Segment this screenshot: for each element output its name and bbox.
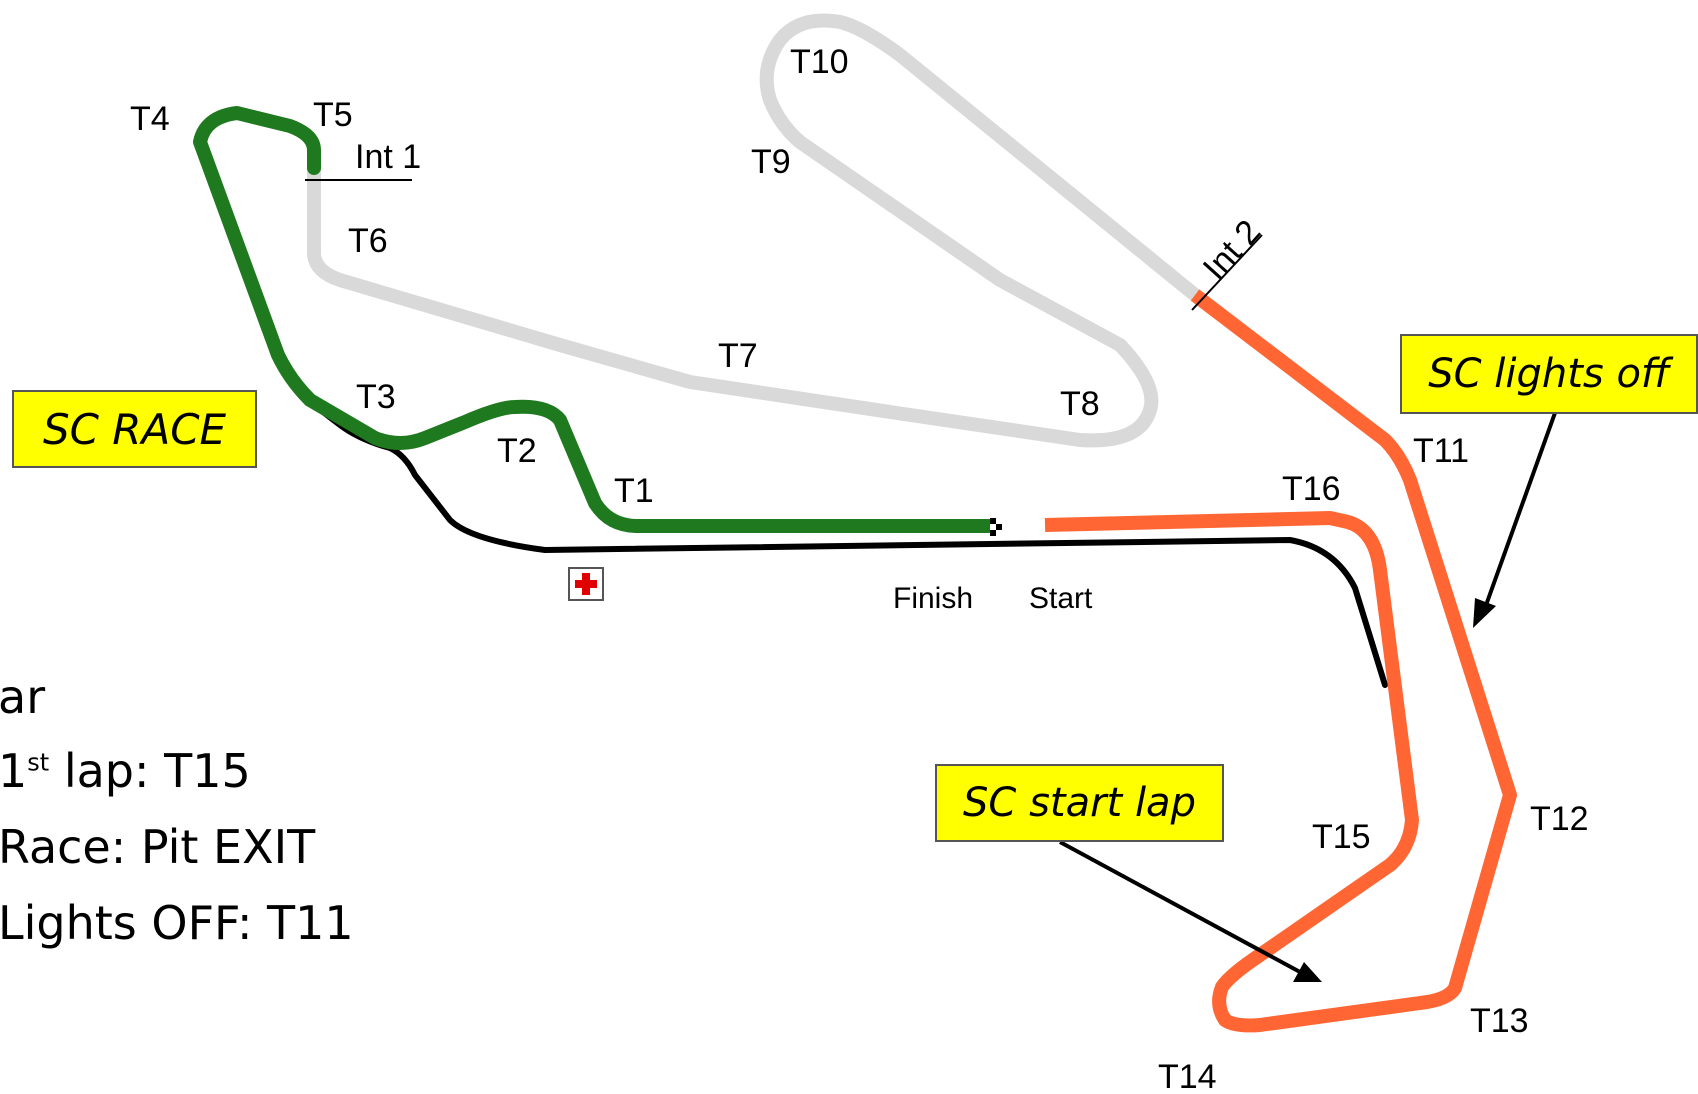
info-line-2-sup: st bbox=[27, 748, 50, 777]
info-line-2-prefix: 1 bbox=[0, 744, 28, 798]
turn-label-t16: T16 bbox=[1282, 470, 1341, 508]
turn-label-t11: T11 bbox=[1413, 432, 1469, 470]
start-finish-gap bbox=[1031, 512, 1039, 536]
turn-label-t4: T4 bbox=[130, 100, 170, 138]
sc-start-lap-arrow bbox=[1059, 840, 1322, 982]
turn-label-t8: T8 bbox=[1060, 385, 1100, 423]
turn-label-t13: T13 bbox=[1470, 1002, 1529, 1040]
turn-label-t9: T9 bbox=[751, 143, 791, 181]
turn-label-t1: T1 bbox=[614, 472, 654, 510]
info-line-2: 1st lap: T15 bbox=[0, 748, 251, 794]
info-line-4: Lights OFF: T11 bbox=[0, 896, 354, 950]
finish-label: Finish bbox=[893, 582, 973, 615]
turn-label-t2: T2 bbox=[497, 432, 537, 470]
int1-label: Int 1 bbox=[355, 138, 421, 176]
info-line-1: ar bbox=[0, 670, 46, 724]
track-section-gray bbox=[307, 13, 1202, 448]
sc-lights-off-arrow bbox=[1473, 384, 1567, 628]
turn-label-t3: T3 bbox=[356, 378, 396, 416]
sc-race-callout: SC RACE bbox=[12, 390, 257, 468]
turn-label-t14: T14 bbox=[1158, 1058, 1217, 1094]
turn-label-t10: T10 bbox=[790, 43, 849, 81]
turn-label-t7: T7 bbox=[718, 337, 758, 375]
int2-label: Int 2 bbox=[1196, 213, 1269, 288]
pit-lane bbox=[307, 399, 1388, 688]
start-label: Start bbox=[1029, 582, 1093, 615]
turn-label-t6: T6 bbox=[348, 222, 388, 260]
track-section-orange bbox=[1044, 289, 1517, 1033]
checkered-flag-icon bbox=[990, 518, 1002, 536]
int2-marker-line bbox=[1191, 234, 1263, 311]
turn-label-t12: T12 bbox=[1530, 800, 1589, 838]
sc-start-lap-callout: SC start lap bbox=[935, 764, 1224, 842]
medical-cross-icon bbox=[568, 567, 604, 601]
info-line-3: Race: Pit EXIT bbox=[0, 820, 316, 874]
track-section-green bbox=[193, 106, 1002, 534]
turn-label-t5: T5 bbox=[313, 96, 353, 134]
turn-label-t15: T15 bbox=[1312, 818, 1371, 856]
info-line-2-suffix: lap: T15 bbox=[49, 744, 251, 798]
sc-lights-off-callout: SC lights off bbox=[1400, 334, 1698, 414]
